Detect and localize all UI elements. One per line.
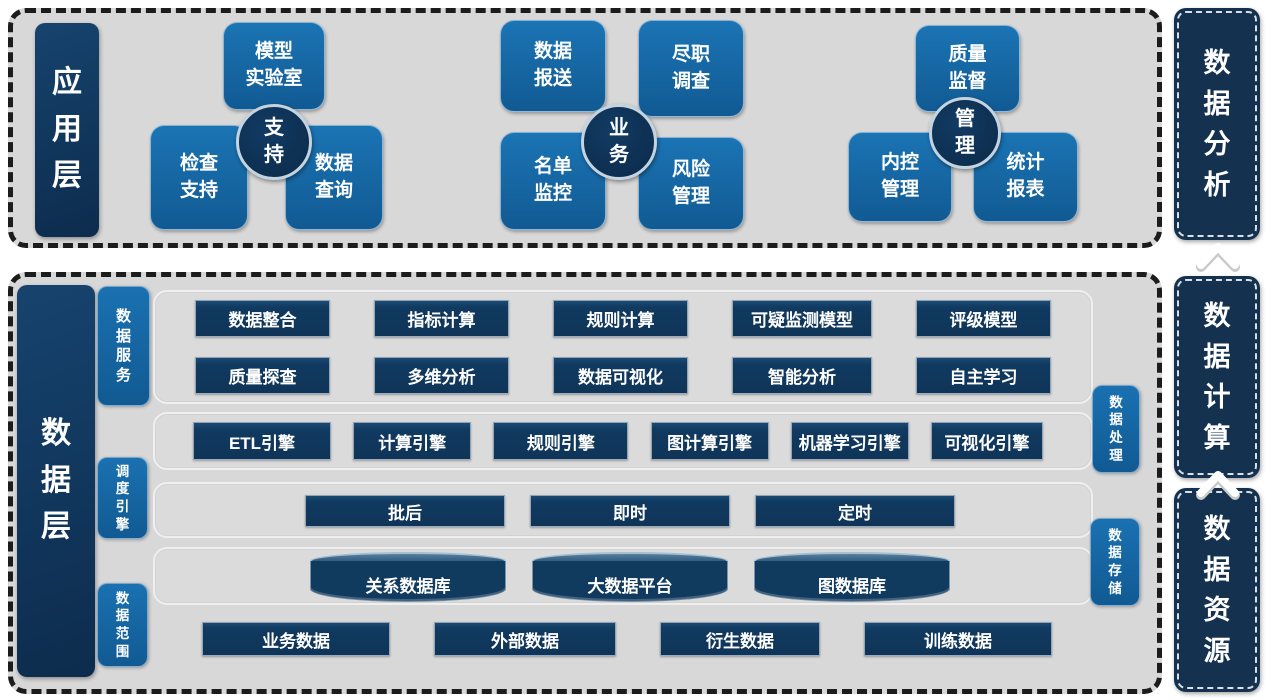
source-box: 业务数据	[202, 622, 390, 656]
engine-box: 机器学习引擎	[790, 422, 909, 460]
app-box-data-reporting: 数据 报送	[500, 20, 606, 112]
app-box-model-lab: 模型 实验室	[223, 22, 325, 110]
database-cylinder: 图数据库	[754, 552, 950, 602]
service-box: 评级模型	[916, 300, 1051, 337]
schedule-box: 批后	[305, 495, 505, 527]
engines-row: ETL引擎 计算引擎 规则引擎 图计算引擎 机器学习引擎 可视化引擎	[193, 422, 1043, 460]
source-box: 训练数据	[864, 622, 1052, 656]
cluster-circle-business: 业 务	[581, 104, 657, 180]
service-box: 数据可视化	[553, 357, 688, 394]
databases-row: 关系数据库 大数据平台 图数据库	[310, 552, 950, 602]
app-box-internal-control: 内控 管理	[848, 132, 952, 222]
data-layer-section: 数 据 层 数 据 服 务 调 度 引 擎 数 据 范 围 数 据 处 理 数 …	[8, 272, 1162, 694]
schedule-box: 定时	[755, 495, 955, 527]
database-cylinder: 关系数据库	[310, 552, 506, 602]
service-box: 指标计算	[374, 300, 509, 337]
service-box: 数据整合	[195, 300, 330, 337]
source-box: 衍生数据	[660, 622, 820, 656]
services-row-2: 质量探查 多维分析 数据可视化 智能分析 自主学习	[195, 357, 1051, 394]
cluster-circle-support: 支 持	[236, 104, 312, 180]
cluster-circle-management: 管 理	[929, 97, 1001, 169]
service-box: 智能分析	[732, 357, 872, 394]
rail-label-data-resources: 数 据 资 源	[1174, 488, 1260, 692]
database-label: 关系数据库	[310, 561, 506, 602]
services-row-1: 数据整合 指标计算 规则计算 可疑监测模型 评级模型	[195, 300, 1051, 337]
service-box: 多维分析	[374, 357, 509, 394]
app-box-risk-management: 风险 管理	[638, 137, 744, 230]
sources-row: 业务数据 外部数据 衍生数据 训练数据	[202, 622, 1052, 656]
engine-box: 可视化引擎	[930, 422, 1043, 460]
application-layer-section: 应 用 层 模型 实验室 检查 支持 数据 查询 支 持 数据 报送 尽职 调查…	[8, 8, 1162, 248]
service-box: 可疑监测模型	[732, 300, 872, 337]
sub-label-data-scope: 数 据 范 围	[97, 583, 148, 667]
chevron-up-icon	[1196, 471, 1240, 500]
app-box-due-diligence: 尽职 调查	[638, 20, 744, 117]
database-label: 图数据库	[754, 561, 950, 602]
service-box: 自主学习	[916, 357, 1051, 394]
app-box-inspection-support: 检查 支持	[150, 125, 248, 230]
sub-label-data-storage: 数 据 存 储	[1090, 518, 1140, 606]
service-box: 规则计算	[553, 300, 688, 337]
data-layer-title: 数 据 层	[17, 285, 95, 677]
sub-label-data-processing: 数 据 处 理	[1092, 385, 1140, 473]
service-box: 质量探查	[195, 357, 330, 394]
engine-box: 规则引擎	[493, 422, 629, 460]
engine-box: 图计算引擎	[650, 422, 769, 460]
application-layer-title: 应 用 层	[35, 23, 99, 237]
source-box: 外部数据	[434, 622, 616, 656]
rail-label-data-computing: 数 据 计 算	[1174, 276, 1260, 478]
sub-label-data-services: 数 据 服 务	[97, 286, 150, 406]
engine-box: 计算引擎	[353, 422, 472, 460]
schedule-box: 即时	[530, 495, 730, 527]
engine-box: ETL引擎	[193, 422, 331, 460]
chevron-up-icon	[1196, 243, 1240, 272]
sub-label-scheduling-engine: 调 度 引 擎	[97, 457, 148, 539]
database-label: 大数据平台	[532, 561, 728, 602]
database-cylinder: 大数据平台	[532, 552, 728, 602]
schedules-row: 批后 即时 定时	[305, 495, 955, 527]
rail-label-data-analysis: 数 据 分 析	[1174, 8, 1260, 240]
